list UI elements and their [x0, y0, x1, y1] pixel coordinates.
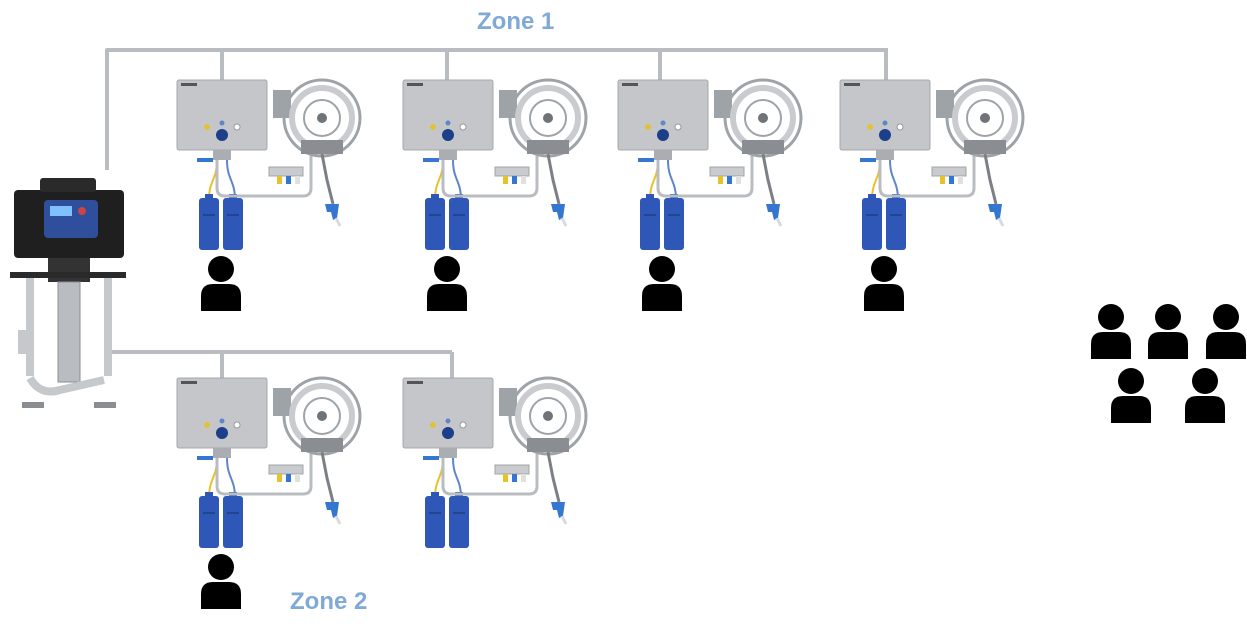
manifold-icon — [268, 166, 304, 184]
pipe-network — [105, 48, 888, 378]
pump-foot — [22, 402, 44, 408]
manifold-icon — [268, 464, 304, 482]
valve-handle-icon — [197, 158, 213, 162]
valve-block-icon — [876, 150, 894, 160]
spray-gun-icon — [766, 204, 783, 227]
valve-handle-icon — [423, 158, 439, 162]
status-light-icon — [78, 207, 86, 215]
spray-gun-icon — [988, 204, 1005, 227]
manifold-icon — [709, 166, 745, 184]
spray-gun-icon — [325, 204, 342, 227]
pump-foot — [94, 402, 116, 408]
hose-reel-icon — [936, 78, 1025, 158]
chemical-canister-icon — [223, 492, 243, 548]
pump-frame-left — [26, 276, 34, 376]
valve-block-icon — [213, 448, 231, 458]
manifold-icon — [494, 464, 530, 482]
dosing-station — [402, 78, 588, 311]
chemical-canister-icon — [862, 194, 882, 250]
valve-block-icon — [654, 150, 672, 160]
manifold-icon — [931, 166, 967, 184]
person-icon — [864, 256, 904, 311]
person-icon — [201, 554, 241, 609]
hose-reel-icon — [714, 78, 803, 158]
drop-hose — [983, 153, 998, 205]
dosing-station — [839, 78, 1025, 311]
zone-2-label: Zone 2 — [290, 588, 368, 615]
person-icon — [1206, 304, 1246, 359]
zone-1-label: Zone 1 — [477, 8, 555, 35]
hose-reel-icon — [499, 78, 588, 158]
pump-inlet-pipe — [26, 375, 105, 396]
supply-hose — [656, 152, 754, 198]
person-icon — [201, 256, 241, 311]
dosing-station — [617, 78, 803, 311]
person-icon — [1148, 304, 1188, 359]
pump-mount-bar — [10, 272, 126, 278]
waiting-operators-group — [1091, 304, 1246, 423]
control-cabinet-icon — [176, 377, 268, 449]
hose-reel-icon — [273, 376, 362, 456]
supply-hose — [441, 450, 539, 496]
control-cabinet-icon — [176, 79, 268, 151]
drop-hose — [761, 153, 776, 205]
chemical-canister-icon — [199, 194, 219, 250]
spray-gun-icon — [551, 502, 568, 525]
control-cabinet-icon — [839, 79, 931, 151]
chemical-canister-icon — [640, 194, 660, 250]
dosing-station — [176, 78, 362, 311]
pump-frame-right — [104, 276, 112, 376]
dosing-station — [176, 376, 362, 609]
pump-column-icon — [57, 281, 81, 383]
valve-block-icon — [213, 150, 231, 160]
person-icon — [427, 256, 467, 311]
display-icon — [50, 206, 72, 216]
drop-hose — [546, 153, 561, 205]
zone-1-main-pipe — [105, 48, 888, 170]
chemical-canister-icon — [449, 492, 469, 548]
chemical-canister-icon — [199, 492, 219, 548]
control-cabinet-icon — [402, 377, 494, 449]
drop-hose — [320, 451, 335, 503]
pressure-gauge-icon — [18, 330, 28, 354]
valve-block-icon — [439, 448, 457, 458]
person-icon — [642, 256, 682, 311]
spray-gun-icon — [551, 204, 568, 227]
chemical-canister-icon — [223, 194, 243, 250]
control-panel-icon — [44, 200, 98, 238]
supply-hose — [215, 152, 313, 198]
valve-handle-icon — [423, 456, 439, 460]
chemical-canister-icon — [664, 194, 684, 250]
drop-hose — [546, 451, 561, 503]
person-icon — [1185, 368, 1225, 423]
person-icon — [1111, 368, 1151, 423]
chemical-canister-icon — [425, 194, 445, 250]
hose-reel-icon — [499, 376, 588, 456]
hose-reel-icon — [273, 78, 362, 158]
dosing-station — [402, 376, 588, 548]
valve-handle-icon — [860, 158, 876, 162]
supply-hose — [441, 152, 539, 198]
chemical-canister-icon — [449, 194, 469, 250]
control-cabinet-icon — [402, 79, 494, 151]
chemical-canister-icon — [425, 492, 445, 548]
valve-handle-icon — [197, 456, 213, 460]
manifold-icon — [494, 166, 530, 184]
supply-hose — [878, 152, 976, 198]
valve-block-icon — [439, 150, 457, 160]
spray-gun-icon — [325, 502, 342, 525]
valve-handle-icon — [638, 158, 654, 162]
motor-icon — [48, 258, 90, 282]
chemical-canister-icon — [886, 194, 906, 250]
person-icon — [1091, 304, 1131, 359]
control-cabinet-icon — [617, 79, 709, 151]
booster-pump-icon — [10, 178, 126, 408]
supply-hose — [215, 450, 313, 496]
drop-hose — [320, 153, 335, 205]
